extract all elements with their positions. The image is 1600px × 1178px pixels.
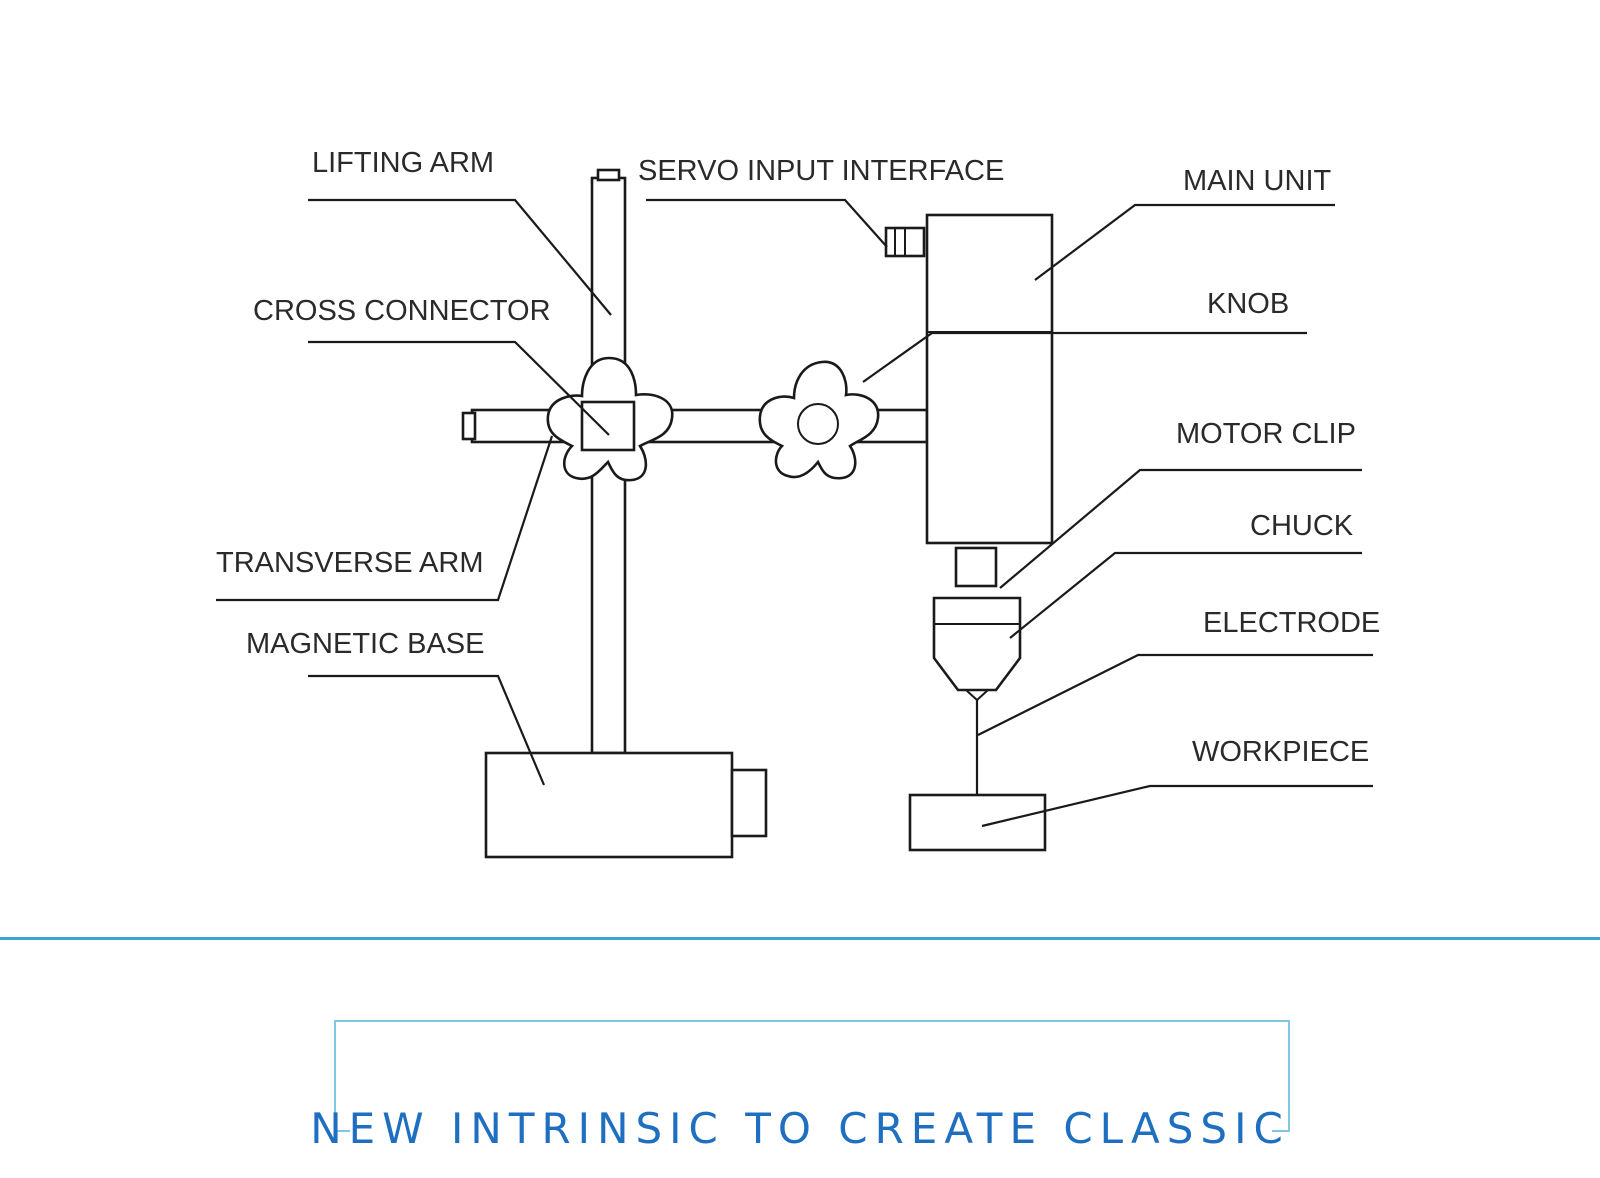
machine-diagram: LIFTING ARM SERVO INPUT INTERFACE MAIN U… bbox=[216, 147, 1380, 859]
slogan-frame-foot-left bbox=[334, 1130, 350, 1132]
label-magnetic-base: MAGNETIC BASE bbox=[246, 628, 485, 660]
motor-clip bbox=[954, 546, 998, 588]
label-servo-input-interface: SERVO INPUT INTERFACE bbox=[638, 155, 1004, 187]
slogan-frame bbox=[334, 1020, 1290, 1132]
label-lifting-arm: LIFTING ARM bbox=[312, 147, 494, 179]
label-transverse-arm: TRANSVERSE ARM bbox=[216, 547, 484, 579]
lifting-arm-cap bbox=[596, 168, 621, 182]
servo-input-connector bbox=[884, 226, 926, 258]
slogan-frame-foot-right bbox=[1272, 1130, 1290, 1132]
workpiece bbox=[908, 793, 1047, 852]
label-motor-clip: MOTOR CLIP bbox=[1176, 418, 1356, 450]
transverse-arm-cap bbox=[461, 411, 477, 441]
label-main-unit: MAIN UNIT bbox=[1183, 165, 1332, 197]
label-cross-connector: CROSS CONNECTOR bbox=[253, 295, 551, 327]
cross-connector-block bbox=[580, 400, 636, 452]
cross-connector-knob bbox=[546, 356, 674, 482]
knob bbox=[758, 360, 880, 480]
main-unit-body bbox=[925, 213, 1054, 545]
chuck bbox=[932, 596, 1022, 702]
label-chuck: CHUCK bbox=[1250, 510, 1354, 542]
label-knob: KNOB bbox=[1207, 288, 1289, 320]
section-divider bbox=[0, 937, 1600, 940]
magnetic-base bbox=[484, 751, 768, 859]
label-workpiece: WORKPIECE bbox=[1192, 736, 1369, 768]
slogan-text: NEW INTRINSIC TO CREATE CLASSIC bbox=[310, 1104, 1290, 1153]
label-electrode: ELECTRODE bbox=[1203, 607, 1380, 639]
